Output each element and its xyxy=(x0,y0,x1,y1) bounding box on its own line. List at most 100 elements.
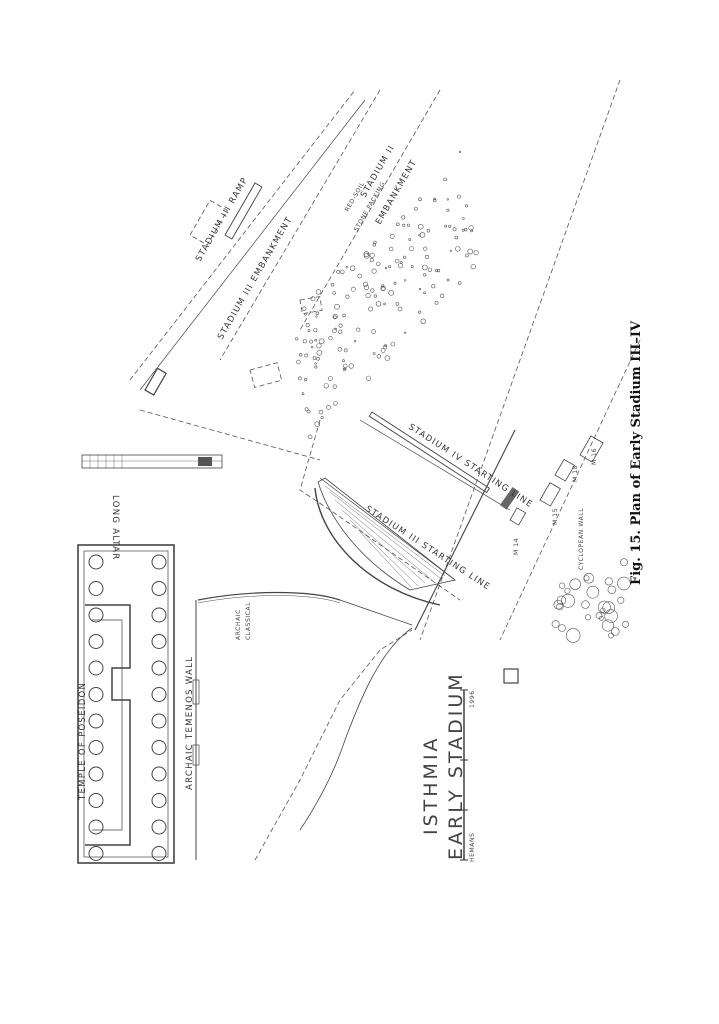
archaic-label: ARCHAIC xyxy=(235,609,242,640)
packing-stone xyxy=(333,315,337,320)
packing-stone xyxy=(301,392,305,396)
packing-stone xyxy=(296,359,301,365)
packing-stone xyxy=(470,229,474,233)
packing-stone xyxy=(419,232,426,238)
packing-stone xyxy=(421,264,428,271)
cyclopean-stone xyxy=(622,620,629,628)
temple-label: TEMPLE OF POSEIDON xyxy=(78,682,88,801)
packing-stone xyxy=(440,293,445,299)
packing-stone xyxy=(330,283,335,287)
temple-column xyxy=(88,766,104,782)
packing-stone xyxy=(417,223,424,230)
packing-stone xyxy=(309,339,314,344)
m-structures xyxy=(503,435,604,684)
packing-stone xyxy=(345,265,348,269)
temple-column xyxy=(151,793,167,808)
temple-column xyxy=(88,819,104,835)
packing-stone xyxy=(427,267,433,272)
temple-column xyxy=(151,740,167,755)
packing-stone xyxy=(410,265,414,268)
packing-stone xyxy=(423,246,428,251)
packing-stone xyxy=(365,375,372,381)
cyclopean-stone xyxy=(601,619,614,632)
stadium-iii-ramp xyxy=(144,182,323,396)
packing-stone xyxy=(333,401,338,406)
temple-column xyxy=(151,607,167,623)
packing-stone xyxy=(320,416,324,420)
packing-stone xyxy=(420,318,426,324)
packing-stone xyxy=(334,327,337,331)
packing-stone xyxy=(464,204,468,208)
packing-stone xyxy=(384,344,387,347)
packing-stone xyxy=(390,341,396,347)
figure-caption: Fig. 15. Plan of Early Stadium III–IV xyxy=(629,320,644,585)
temple-column xyxy=(88,607,104,623)
packing-stone xyxy=(423,291,426,295)
packing-stone xyxy=(383,302,386,306)
packing-stone xyxy=(424,254,429,259)
cyclopean-wall-stones xyxy=(551,558,631,643)
packing-stone xyxy=(363,284,370,291)
packing-stone xyxy=(371,268,377,274)
packing-stone xyxy=(307,329,311,332)
packing-stone xyxy=(395,222,400,227)
cyclopean-stone xyxy=(610,627,620,636)
packing-stone xyxy=(401,215,406,220)
isthmia-title: ISTHMIA xyxy=(420,735,442,835)
stone-packing-scatter xyxy=(295,150,479,439)
packing-stone xyxy=(376,261,381,267)
packing-stone xyxy=(356,327,361,332)
packing-stone xyxy=(350,286,356,292)
cyclopean-stone xyxy=(604,609,618,623)
packing-stone xyxy=(473,250,479,256)
packing-stone xyxy=(368,306,373,312)
packing-stone xyxy=(295,337,299,341)
cyclopean-stone xyxy=(561,593,575,608)
stadium-axes xyxy=(129,79,641,641)
cyclopean-stone xyxy=(597,600,611,614)
scale-year: 1996 xyxy=(469,690,476,708)
m16-label: M 16 xyxy=(591,448,598,465)
packing-stone xyxy=(343,363,348,369)
packing-stone xyxy=(357,273,363,279)
packing-stone xyxy=(403,255,407,259)
packing-stone xyxy=(418,234,421,237)
packing-stone xyxy=(308,434,313,439)
packing-stone xyxy=(393,281,397,285)
packing-stone xyxy=(431,284,436,289)
packing-stone xyxy=(395,258,400,264)
packing-stone xyxy=(348,363,354,369)
cyclopean-stone xyxy=(617,576,631,591)
packing-stone xyxy=(400,261,403,264)
packing-stone xyxy=(345,294,350,299)
packing-stone xyxy=(302,339,307,344)
temple-column xyxy=(88,740,104,755)
temple-of-poseidon xyxy=(77,544,175,864)
packing-stone xyxy=(353,340,357,343)
packing-stone xyxy=(444,224,448,228)
packing-stone xyxy=(408,238,412,241)
packing-stone xyxy=(457,281,462,285)
packing-stone xyxy=(323,383,329,389)
packing-stone xyxy=(369,252,375,258)
stadium3-start-label: STADIUM III STARTING LINE xyxy=(363,504,492,593)
packing-stone xyxy=(334,303,340,310)
packing-stone xyxy=(467,248,474,255)
packing-stone xyxy=(408,246,414,251)
temple-column xyxy=(88,581,104,596)
packing-stone xyxy=(458,150,462,153)
cyclopean-stone xyxy=(595,612,603,619)
packing-stone xyxy=(371,329,377,334)
temple-column xyxy=(88,660,104,676)
temple-column xyxy=(151,687,167,702)
packing-stone xyxy=(376,354,381,359)
packing-stone xyxy=(343,348,348,353)
m18-label: M 18 xyxy=(572,465,579,482)
packing-stone xyxy=(369,258,374,263)
packing-stone xyxy=(406,223,410,227)
cyclopean-stone xyxy=(551,620,560,628)
long-altar xyxy=(81,454,223,469)
packing-stone xyxy=(418,287,422,291)
archaic-wall-label: ARCHAIC TEMENOS WALL xyxy=(185,656,195,790)
